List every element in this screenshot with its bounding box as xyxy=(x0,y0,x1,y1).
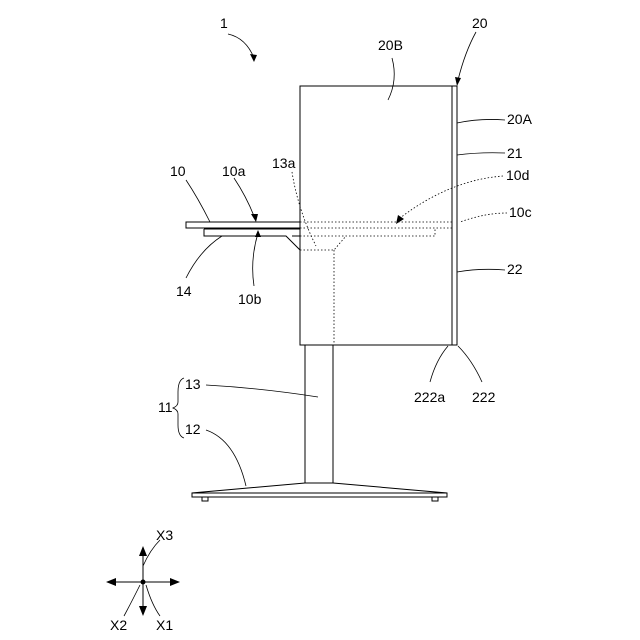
base xyxy=(192,483,447,501)
label-leg: 11 xyxy=(158,399,173,415)
panel xyxy=(300,86,457,345)
axis-label-up: X3 xyxy=(156,527,173,543)
labels: 1 20 20B 20A 21 10d 10c 22 13a 10 10a 14… xyxy=(110,15,533,633)
label-hidden-surface: 10d xyxy=(506,167,529,183)
label-column: 13 xyxy=(185,376,201,392)
panel-edge xyxy=(452,86,457,345)
label-lower-part: 22 xyxy=(507,261,523,277)
panel-body xyxy=(300,86,452,345)
label-hidden-edge: 10c xyxy=(509,204,532,220)
column xyxy=(305,345,333,483)
label-support: 14 xyxy=(176,283,192,299)
label-bottom-surface: 10b xyxy=(238,291,262,307)
label-panel-face: 20A xyxy=(507,111,533,127)
label-panel-top: 20B xyxy=(378,37,403,53)
label-lower-edge: 222 xyxy=(472,389,496,405)
leg-brace xyxy=(173,378,184,438)
label-panel: 20 xyxy=(472,15,488,31)
table-top xyxy=(186,222,300,250)
top-plate xyxy=(186,222,300,228)
label-top: 10 xyxy=(170,163,186,179)
label-column-top: 13a xyxy=(272,155,296,171)
hidden-structure xyxy=(300,222,452,345)
label-figure: 1 xyxy=(220,15,228,31)
axis-label-front: X2 xyxy=(110,617,127,633)
foot-left xyxy=(202,497,208,501)
axis-label-side: X1 xyxy=(156,617,173,633)
label-top-surface: 10a xyxy=(222,163,246,179)
label-upper-part: 21 xyxy=(507,145,523,161)
label-base: 12 xyxy=(185,421,201,437)
base-plate xyxy=(192,483,447,497)
support-arm xyxy=(204,229,300,250)
label-lower-edge-a: 222a xyxy=(414,389,445,405)
foot-right xyxy=(432,497,438,501)
axis-diagram xyxy=(106,540,180,616)
leader-lines xyxy=(186,32,507,486)
